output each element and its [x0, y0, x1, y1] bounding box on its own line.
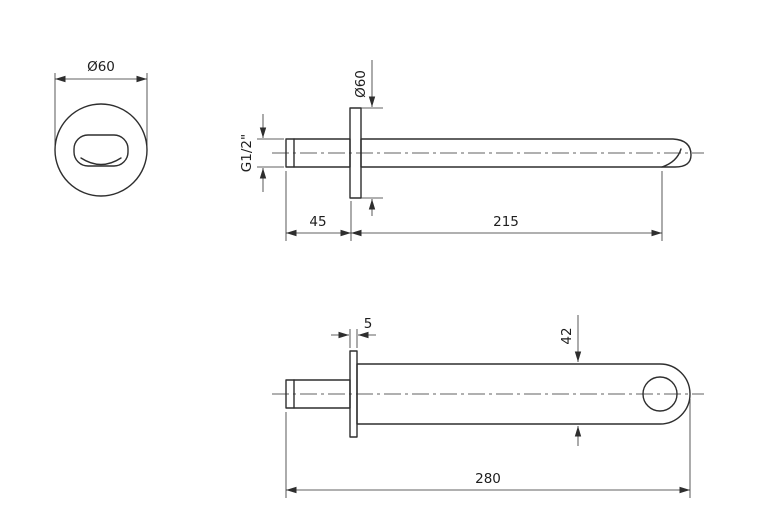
side-view: Ø60 G1/2" 45 215 — [239, 60, 704, 241]
dim-front-diameter: Ø60 — [54, 59, 148, 145]
dim-thread-size: G1/2" — [239, 114, 284, 192]
dim-label-flange-thickness: 5 — [364, 316, 373, 332]
plan-view: 5 42 280 — [272, 315, 704, 498]
dim-label-thread-size: G1/2" — [239, 134, 255, 172]
spout-outlet-inner-curve — [80, 157, 122, 166]
dim-side-lengths: 45 215 — [285, 171, 663, 241]
dim-label-overall-length: 280 — [475, 471, 501, 487]
dim-flange-thickness: 5 — [331, 316, 376, 348]
aerator-circle — [642, 376, 678, 412]
dim-side-flange-diameter: Ø60 — [353, 60, 383, 216]
front-view: Ø60 — [54, 59, 148, 197]
dim-label-side-flange-diameter: Ø60 — [353, 70, 369, 98]
flange-circle — [54, 103, 148, 197]
spout-outlet-side-curve — [661, 148, 682, 168]
dim-spout-width: 42 — [559, 315, 582, 446]
dim-overall-length: 280 — [285, 399, 691, 498]
dim-label-thread-length: 45 — [309, 214, 326, 230]
dim-label-front-diameter: Ø60 — [87, 59, 115, 75]
spout-body-plan — [356, 363, 691, 425]
spout-body-side — [360, 138, 692, 168]
dim-label-spout-projection: 215 — [493, 214, 519, 230]
spout-outlet-front — [73, 134, 129, 167]
dim-label-spout-width: 42 — [559, 327, 575, 344]
